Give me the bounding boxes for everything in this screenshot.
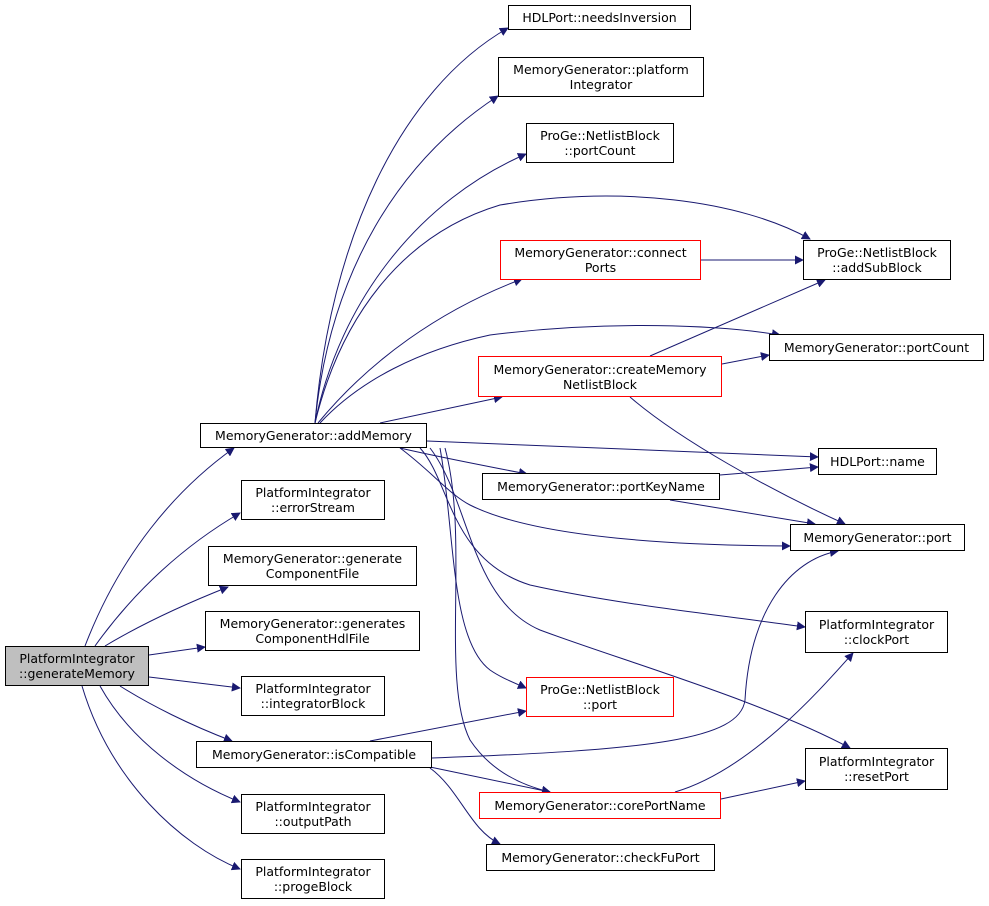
edge-addmemory-mgportcount [319, 325, 781, 424]
node-memorygenerator-connectports[interactable]: MemoryGenerator::connect Ports [500, 240, 701, 280]
edge-root-generatecomponentfile [104, 585, 229, 647]
node-netlistblock-portcount[interactable]: ProGe::NetlistBlock ::portCount [526, 123, 674, 163]
edge-root-integratorblock [148, 676, 241, 692]
edge-root-generateshdlfile [148, 643, 206, 656]
edge-addmemory-needsinversion [314, 27, 509, 424]
node-hdlport-name[interactable]: HDLPort::name [818, 448, 937, 475]
edge-root-addmemory [84, 447, 235, 647]
node-memorygenerator-checkfuport[interactable]: MemoryGenerator::checkFuPort [486, 844, 715, 871]
edge-root-progeblock [81, 685, 241, 871]
node-memorygenerator-platformintegrator[interactable]: MemoryGenerator::platform Integrator [498, 57, 704, 97]
node-memorygenerator-creatememorynetlistblock[interactable]: MemoryGenerator::createMemory NetlistBlo… [478, 356, 722, 397]
edge-root-outputpath [99, 685, 241, 804]
edge-coreportname-clockport [674, 652, 854, 793]
node-memorygenerator-addmemory[interactable]: MemoryGenerator::addMemory [200, 423, 427, 448]
edge-addmemory-clockport [419, 447, 806, 631]
edge-portkeyname-mgport [669, 499, 816, 528]
edge-addmemory-nbportcount [314, 153, 527, 424]
edge-addmemory-coreportname [444, 447, 551, 795]
edge-coreportname-resetport [720, 778, 806, 800]
node-platformintegrator-progeblock[interactable]: PlatformIntegrator ::progeBlock [241, 859, 385, 899]
edge-addmemory-connectports [317, 277, 523, 424]
edge-root-errorstream [94, 512, 241, 647]
node-platformintegrator-errorstream[interactable]: PlatformIntegrator ::errorStream [241, 480, 385, 520]
edge-addmemory-hdlname [426, 440, 819, 462]
edge-addmemory-mgport [399, 447, 791, 551]
node-memorygenerator-port[interactable]: MemoryGenerator::port [790, 524, 965, 551]
node-platformintegrator-integratorblock[interactable]: PlatformIntegrator ::integratorBlock [241, 676, 385, 716]
edge-creatememory-addsubblock [649, 279, 826, 357]
edge-iscompatible-mgport [431, 548, 839, 759]
node-platformintegrator-outputpath[interactable]: PlatformIntegrator ::outputPath [241, 794, 385, 834]
edge-addmemory-addsubblock [314, 195, 811, 424]
edge-portkeyname-hdlname [719, 463, 819, 476]
edge-addmemory-portkeyname [399, 447, 528, 477]
edge-addmemory-nbport [439, 447, 527, 689]
node-netlistblock-port[interactable]: ProGe::NetlistBlock ::port [526, 677, 674, 717]
node-memorygenerator-iscompatible[interactable]: MemoryGenerator::isCompatible [196, 741, 432, 768]
edge-creatememory-mgport [629, 396, 846, 525]
node-platformintegrator-clockport[interactable]: PlatformIntegrator ::clockPort [805, 611, 948, 653]
node-memorygenerator-generatescomponenthdlfile[interactable]: MemoryGenerator::generates ComponentHdlF… [205, 611, 420, 651]
node-platformintegrator-resetport[interactable]: PlatformIntegrator ::resetPort [805, 748, 948, 790]
edge-root-iscompatible [119, 685, 233, 743]
node-platformintegrator-generatememory[interactable]: PlatformIntegrator ::generateMemory [5, 646, 149, 686]
node-memorygenerator-portkeyname[interactable]: MemoryGenerator::portKeyName [482, 473, 720, 500]
node-netlistblock-addsubblock[interactable]: ProGe::NetlistBlock ::addSubBlock [803, 240, 951, 280]
edge-addmemory-resetport [429, 447, 851, 749]
node-memorygenerator-coreportname[interactable]: MemoryGenerator::corePortName [479, 792, 721, 819]
node-memorygenerator-generatecomponentfile[interactable]: MemoryGenerator::generate ComponentFile [208, 546, 417, 586]
node-hdlport-needsinversion[interactable]: HDLPort::needsInversion [508, 5, 691, 30]
edge-iscompatible-coreportname [429, 766, 551, 795]
edge-addmemory-platformintegrator [314, 95, 499, 424]
edge-creatememory-mgportcount [721, 352, 770, 365]
edge-iscompatible-nbport [369, 708, 527, 742]
edge-iscompatible-checkfuport [429, 767, 501, 845]
edge-addmemory-creatememory [379, 394, 503, 424]
node-memorygenerator-portcount[interactable]: MemoryGenerator::portCount [769, 334, 984, 361]
